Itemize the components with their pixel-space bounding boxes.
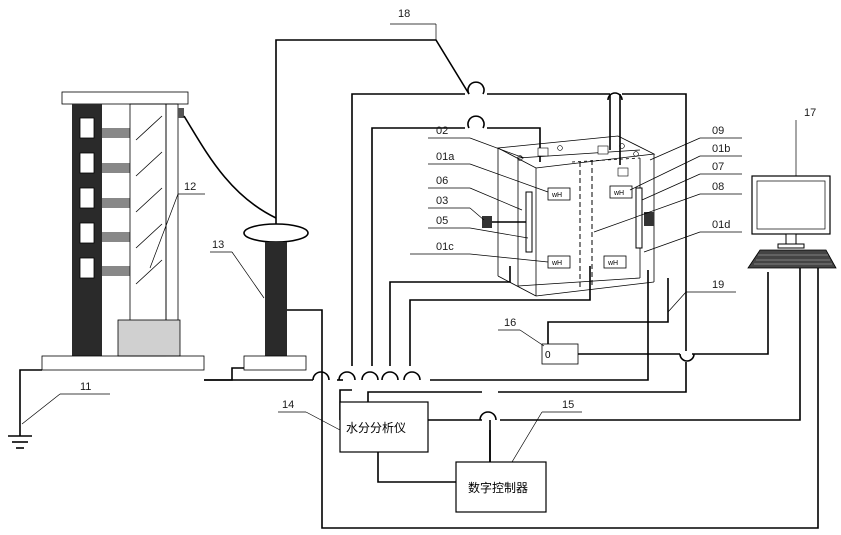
label-07: 07 [712, 161, 724, 173]
moisture-analyzer: 水分分析仪 [340, 402, 428, 452]
sensors: wH wH wH wH [548, 186, 632, 268]
label-01a: 01a [436, 151, 455, 163]
label-18: 18 [398, 8, 410, 20]
switch-16: 0 [542, 344, 578, 364]
wiring [204, 40, 818, 528]
label-06: 06 [436, 175, 448, 187]
impulse-generator [42, 92, 204, 370]
digital-controller: 数字控制器 [456, 462, 546, 512]
label-09: 09 [712, 125, 724, 137]
label-19: 19 [712, 279, 724, 291]
moisture-analyzer-label: 水分分析仪 [346, 421, 406, 435]
wire-crossings [313, 82, 694, 420]
ground-symbol [8, 370, 42, 448]
label-02: 02 [436, 125, 448, 137]
sensor-01b-glyph: wH [613, 190, 624, 197]
label-03: 03 [436, 195, 448, 207]
hv-lead [184, 116, 276, 218]
label-15: 15 [562, 399, 574, 411]
leader-lines [22, 24, 796, 462]
label-01c: 01c [436, 241, 454, 253]
sensor-01c-glyph: wH [551, 260, 562, 267]
label-14: 14 [282, 399, 294, 411]
label-12: 12 [184, 181, 196, 193]
label-01b: 01b [712, 143, 730, 155]
label-13: 13 [212, 239, 224, 251]
label-08: 08 [712, 181, 724, 193]
test-chamber [482, 136, 654, 296]
computer [748, 176, 836, 268]
label-01d: 01d [712, 219, 730, 231]
label-16: 16 [504, 317, 516, 329]
label-17: 17 [804, 107, 816, 119]
voltage-divider [244, 216, 308, 370]
label-05: 05 [436, 215, 448, 227]
reference-numerals: 18 02 09 01a 01b 06 07 03 08 05 01c 01d … [80, 8, 816, 411]
digital-controller-label: 数字控制器 [468, 480, 528, 495]
label-11: 11 [80, 381, 91, 393]
switch-value: 0 [545, 350, 551, 361]
sensor-01d-glyph: wH [607, 260, 618, 267]
sensor-01a-glyph: wH [551, 192, 562, 199]
